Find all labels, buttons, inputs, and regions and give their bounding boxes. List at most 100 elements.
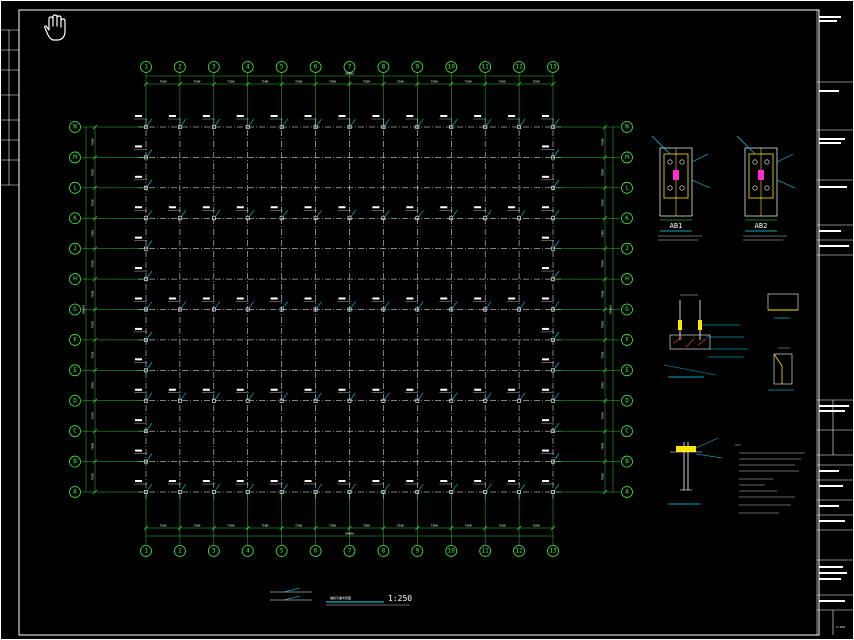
- anchor-bolt-A11: [483, 490, 488, 494]
- dimension-tick: [92, 124, 98, 130]
- anchor-tag-text: [135, 480, 142, 482]
- anchor-tag-text: [372, 480, 380, 482]
- grid-bubble-row: [621, 121, 633, 133]
- grid-bubble-row: [69, 212, 81, 225]
- grid-bubble-row: [69, 273, 81, 285]
- grid-bubble-col: [275, 545, 288, 557]
- dimension-tick: [92, 368, 98, 373]
- anchor-tag-text: [474, 388, 482, 391]
- dimension-tick: [92, 337, 98, 343]
- grid-label-row: G: [73, 306, 77, 313]
- anchor-leader: [146, 422, 153, 431]
- anchor-bolt-B13: [551, 459, 555, 464]
- anchor-tag-text: [440, 388, 448, 391]
- anchor-tag-text: [135, 358, 142, 361]
- anchor-bolt-A1: [144, 490, 148, 494]
- anchor-bolt-N12: [517, 125, 521, 129]
- anchor-bolt-B1: [144, 459, 148, 464]
- anchor-tag-text: [236, 115, 244, 117]
- detail-anchor-elevation: [668, 437, 723, 505]
- anchor-tag-text: [406, 206, 414, 209]
- anchor-leader: [146, 179, 153, 188]
- grid-bubble-col: [343, 545, 356, 557]
- grid-bubble-row: [621, 273, 633, 285]
- bay-dimension-label: 7500: [363, 80, 370, 84]
- bay-dimension-label: 7500: [431, 524, 438, 528]
- dimension-tick: [602, 337, 608, 343]
- anchor-tag-text: [542, 388, 549, 391]
- dimension-tick: [602, 216, 608, 221]
- bay-dimension-label-vertical: 7500: [91, 138, 95, 145]
- grid-bubble-row: [69, 303, 81, 316]
- anchor-bolt-N2: [178, 125, 182, 129]
- anchor-tag-text: [270, 297, 278, 300]
- anchor-bolt-K13: [551, 216, 555, 221]
- anchor-leader: [519, 210, 526, 218]
- grid-label-row: F: [73, 336, 77, 343]
- anchor-tag-text: [338, 115, 346, 117]
- dimension-tick: [211, 81, 217, 87]
- grid-bubble-row: [621, 364, 633, 377]
- anchor-tag-text: [542, 480, 549, 482]
- bay-dimension-label-vertical: 7500: [601, 412, 605, 419]
- drawing-title: 锚栓平面布置图: [330, 595, 351, 600]
- anchor-tag-text: [372, 388, 380, 391]
- anchor-tag-text: [542, 297, 549, 300]
- anchor-bolt-N6: [313, 125, 318, 129]
- anchor-leader: [452, 118, 458, 127]
- dimension-tick: [602, 155, 608, 160]
- grid-label-col: 3: [212, 548, 216, 555]
- grid-label-row: D: [73, 397, 77, 404]
- anchor-leader: [519, 483, 526, 492]
- grid-label-col: 4: [246, 548, 250, 555]
- anchor-bolt-K2: [178, 216, 182, 221]
- grid-label-row: E: [73, 367, 77, 374]
- anchor-tag-text: [406, 480, 414, 482]
- anchor-bolt-D3: [211, 398, 216, 403]
- hand-pan-icon[interactable]: [44, 14, 66, 41]
- anchor-bolt-D4: [245, 398, 250, 403]
- grid-label-col: 5: [280, 64, 284, 71]
- dimension-tick: [602, 459, 608, 464]
- bay-dimension-label-vertical: 7500: [91, 260, 95, 267]
- anchor-tag-text: [270, 480, 278, 482]
- grid-label-row: B: [73, 458, 77, 465]
- anchor-leader: [485, 483, 492, 492]
- grid-label-col: 2: [178, 548, 182, 555]
- anchor-tag-text: [542, 449, 549, 452]
- bay-dimension-label-vertical: 7500: [601, 443, 605, 450]
- anchor-bolt-N7: [347, 125, 352, 129]
- bay-dimension-label-vertical: 7500: [601, 260, 605, 267]
- anchor-leader: [146, 210, 153, 218]
- anchor-leader: [350, 483, 356, 492]
- anchor-leader: [316, 210, 322, 218]
- anchor-bolt-A9: [415, 490, 420, 494]
- grid-label-row: C: [73, 428, 77, 435]
- dimension-tick: [415, 81, 420, 87]
- grid-bubble-col: [411, 545, 424, 557]
- bay-dimension-label: 7500: [159, 80, 166, 84]
- dimension-tick: [92, 246, 98, 251]
- bay-dimension-label: 7500: [193, 524, 200, 528]
- anchor-leader: [214, 301, 221, 309]
- grid-label-col: 13: [549, 548, 557, 555]
- anchor-bolt-G11: [483, 307, 488, 312]
- ab1-label: AB1: [670, 222, 683, 230]
- anchor-tag-text: [135, 175, 142, 178]
- overall-height-label: 90000: [82, 305, 86, 314]
- dimension-tick: [602, 246, 608, 251]
- anchor-leader: [214, 210, 221, 218]
- anchor-leader: [519, 301, 526, 309]
- grid-bubble-row: [621, 425, 633, 438]
- grid-bubble-row: [621, 181, 633, 194]
- anchor-tag-text: [304, 206, 312, 209]
- anchor-bolt-A7: [347, 490, 352, 494]
- anchor-bolt-K10: [449, 216, 454, 221]
- anchor-leader: [452, 392, 458, 400]
- anchor-tag-text: [508, 388, 516, 391]
- grid-bubble-row: [69, 455, 81, 468]
- grid-bubble-col: [377, 545, 390, 557]
- anchor-bolt-L13: [551, 185, 555, 190]
- grid-label-row: N: [73, 124, 77, 131]
